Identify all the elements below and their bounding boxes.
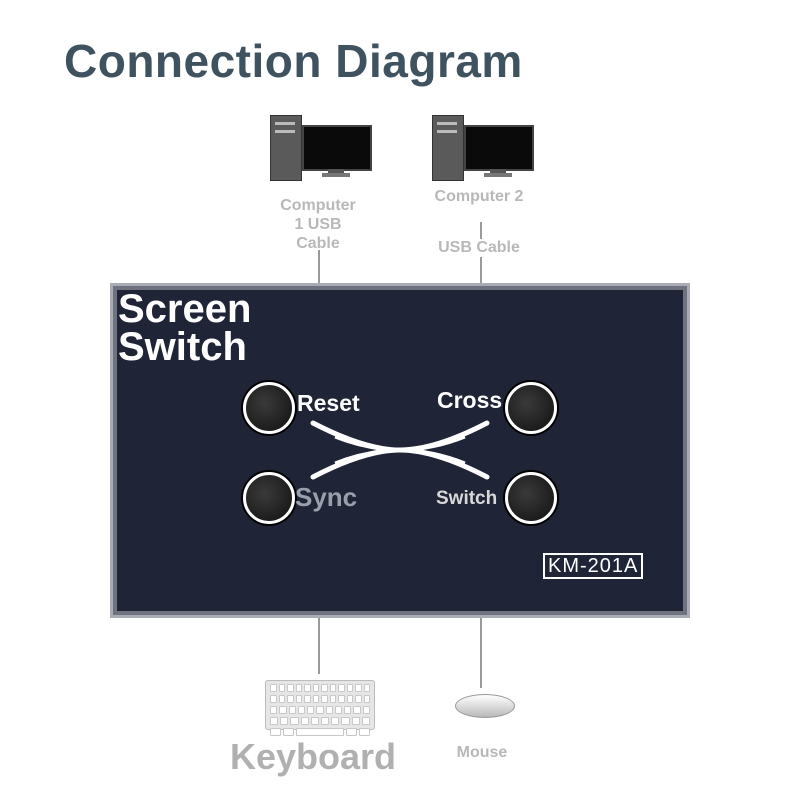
monitor-icon xyxy=(464,125,534,171)
key-row xyxy=(270,706,370,714)
mouse-label: Mouse xyxy=(456,744,508,761)
key-row xyxy=(270,695,370,703)
monitor-icon xyxy=(302,125,372,171)
key-row xyxy=(270,728,370,736)
switch-label: Switch xyxy=(436,488,498,509)
mouse-icon xyxy=(455,694,515,718)
sync-button[interactable] xyxy=(243,472,295,524)
cable-mouse xyxy=(480,618,482,688)
cable-keyboard xyxy=(318,618,320,674)
key-row xyxy=(270,717,371,725)
crossing-lines-decoration xyxy=(310,420,490,480)
page-title: Connection Diagram xyxy=(64,35,523,87)
sync-label: Sync xyxy=(295,482,358,512)
computer-2-label: Computer 2 xyxy=(434,188,524,205)
computer-1-icon xyxy=(270,115,380,185)
cross-label: Cross xyxy=(437,387,503,413)
switch-button[interactable] xyxy=(505,472,557,524)
switch-box-title-line2: Switch xyxy=(118,325,247,369)
switch-box-title: Screen Switch xyxy=(118,287,252,369)
monitor-base xyxy=(322,173,350,177)
monitor-stand xyxy=(490,169,506,173)
keyboard-icon xyxy=(265,680,375,736)
keyboard-label: Keyboard xyxy=(230,736,397,777)
usb-cable-label: USB Cable xyxy=(418,239,540,257)
computer-2-icon xyxy=(432,115,542,185)
computer-1-label: Computer 1 USB Cable xyxy=(280,197,356,252)
model-badge: KM-201A xyxy=(543,553,644,579)
monitor-stand xyxy=(328,169,344,173)
monitor-base xyxy=(484,173,512,177)
key-row xyxy=(270,684,370,692)
cable-computer-1 xyxy=(318,250,320,284)
switch-box-title-line1: Screen xyxy=(118,287,252,331)
cross-button[interactable] xyxy=(505,382,557,434)
reset-button[interactable] xyxy=(243,382,295,434)
reset-label: Reset xyxy=(297,390,360,416)
tower-icon xyxy=(432,115,464,181)
tower-icon xyxy=(270,115,302,181)
